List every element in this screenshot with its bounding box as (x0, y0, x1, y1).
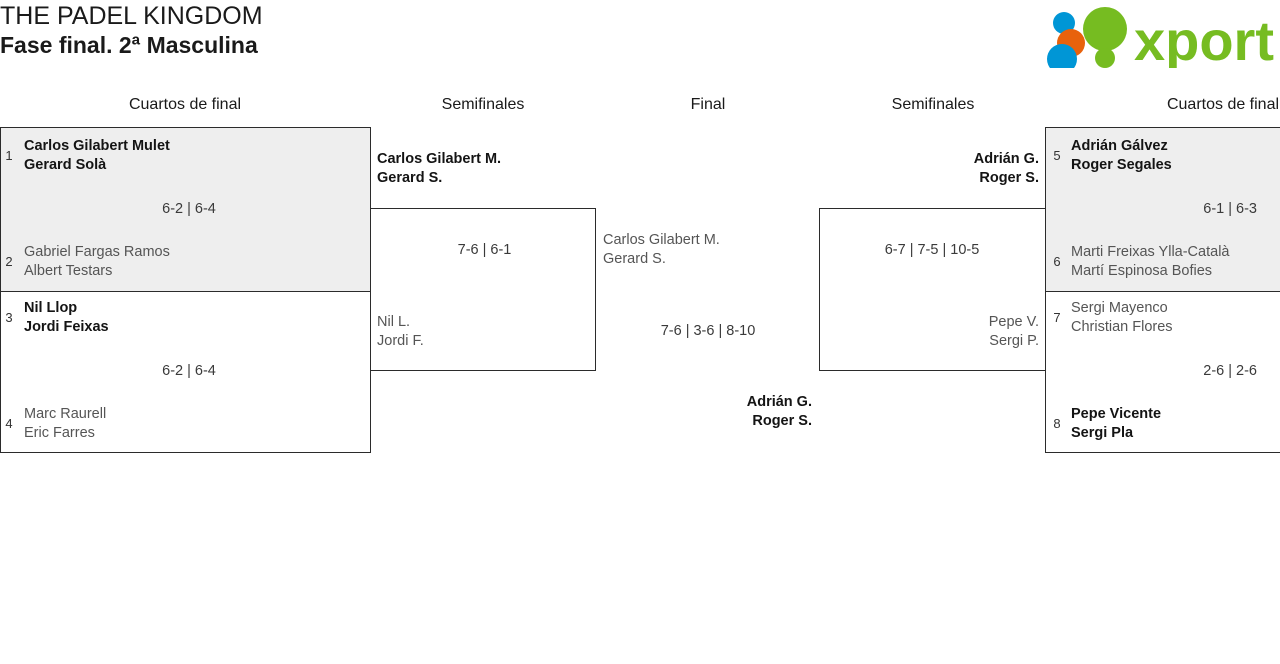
player-name: Adrián G. (973, 151, 1039, 167)
logo-dot-blue-large (1047, 44, 1077, 68)
player-name: Sergi Mayenco (1071, 300, 1168, 316)
logo-dot-green-large (1083, 7, 1127, 51)
score-qf4: 2-6 | 2-6 (1203, 363, 1257, 379)
player-name: Gerard S. (377, 170, 443, 187)
player-name: Roger Segales (1071, 157, 1172, 174)
player-name: Gerard Solà (24, 157, 107, 174)
match-qf2[interactable] (0, 291, 371, 453)
seed-qf3-bottom: 6 (1053, 254, 1061, 269)
player-name: Roger S. (979, 170, 1039, 187)
team-qf4-bottom[interactable]: Pepe Vicente Sergi Pla (1071, 405, 1280, 443)
score-qf1: 6-2 | 6-4 (162, 201, 216, 217)
round-header-qf-left: Cuartos de final (128, 96, 242, 113)
seed-qf1-bottom: 2 (5, 254, 13, 269)
team-qf1-top[interactable]: Carlos Gilabert Mulet Gerard Solà (24, 137, 354, 175)
round-header-sf-right: Semifinales (891, 96, 975, 113)
page-header: THE PADEL KINGDOM Fase final. 2ª Masculi… (0, 0, 1280, 90)
team-qf3-top[interactable]: Adrián Gálvez Roger Segales (1071, 137, 1280, 175)
player-name: Martí Espinosa Bofies (1071, 263, 1213, 280)
team-final-bottom[interactable]: Adrián G. Roger S. (603, 393, 812, 431)
team-qf2-bottom[interactable]: Marc Raurell Eric Farres (24, 405, 354, 443)
player-name: Nil Llop (24, 300, 78, 316)
seed-qf2-bottom: 4 (5, 416, 13, 431)
player-name: Jordi F. (377, 333, 424, 350)
round-header-qf-right: Cuartos de final (1166, 96, 1280, 113)
player-name: Adrián Gálvez (1071, 138, 1168, 154)
team-sf2-top[interactable]: Adrián G. Roger S. (825, 150, 1039, 188)
match-qf3[interactable] (1045, 127, 1280, 292)
player-name: Albert Testars (24, 263, 113, 280)
logo-dot-blue-small (1053, 12, 1075, 34)
player-name: Carlos Gilabert M. (603, 232, 720, 248)
round-header-final: Final (690, 96, 726, 113)
title-block: THE PADEL KINGDOM Fase final. 2ª Masculi… (0, 2, 263, 59)
seed-qf2-top: 3 (5, 310, 13, 325)
score-sf2: 6-7 | 7-5 | 10-5 (884, 242, 980, 258)
round-header-sf-left: Semifinales (441, 96, 525, 113)
player-name: Pepe Vicente (1071, 406, 1162, 422)
player-name: Nil L. (377, 314, 411, 330)
player-name: Eric Farres (24, 425, 95, 442)
seed-qf4-bottom: 8 (1053, 416, 1061, 431)
seed-qf1-top: 1 (5, 148, 13, 163)
player-name: Marti Freixas Ylla-Català (1071, 244, 1230, 260)
stage-title: Fase final. 2ª Masculina (0, 31, 258, 58)
team-sf1-bottom[interactable]: Nil L. Jordi F. (377, 313, 592, 351)
score-final: 7-6 | 3-6 | 8-10 (660, 323, 756, 339)
player-name: Marc Raurell (24, 406, 107, 422)
match-sf2[interactable] (819, 208, 1046, 371)
score-qf3: 6-1 | 6-3 (1203, 201, 1257, 217)
seed-qf3-top: 5 (1053, 148, 1061, 163)
player-name: Gerard S. (603, 251, 666, 268)
player-name: Carlos Gilabert Mulet (24, 138, 170, 154)
match-sf1[interactable] (370, 208, 596, 371)
logo-wordmark: xporty (1134, 9, 1274, 68)
player-name: Christian Flores (1071, 319, 1173, 336)
player-name: Sergi Pla (1071, 425, 1134, 442)
player-name: Jordi Feixas (24, 319, 109, 336)
logo-dot-green-small (1095, 48, 1115, 68)
match-qf4[interactable] (1045, 291, 1280, 453)
team-qf1-bottom[interactable]: Gabriel Fargas Ramos Albert Testars (24, 243, 354, 281)
team-qf3-bottom[interactable]: Marti Freixas Ylla-Català Martí Espinosa… (1071, 243, 1280, 281)
player-name: Gabriel Fargas Ramos (24, 244, 170, 260)
player-name: Adrián G. (746, 394, 812, 410)
tournament-name: THE PADEL KINGDOM (0, 2, 263, 30)
team-sf2-bottom[interactable]: Pepe V. Sergi P. (825, 313, 1039, 351)
player-name: Carlos Gilabert M. (377, 151, 502, 167)
score-sf1: 7-6 | 6-1 (457, 242, 512, 258)
team-final-top[interactable]: Carlos Gilabert M. Gerard S. (603, 231, 813, 269)
team-qf4-top[interactable]: Sergi Mayenco Christian Flores (1071, 299, 1280, 337)
xporty-logo-graphic: xporty (1047, 7, 1274, 68)
match-qf1[interactable] (0, 127, 371, 292)
team-qf2-top[interactable]: Nil Llop Jordi Feixas (24, 299, 354, 337)
player-name: Sergi P. (989, 333, 1039, 350)
score-qf2: 6-2 | 6-4 (162, 363, 216, 379)
team-sf1-top[interactable]: Carlos Gilabert M. Gerard S. (377, 150, 592, 188)
player-name: Roger S. (752, 413, 812, 430)
player-name: Pepe V. (988, 314, 1039, 330)
xporty-logo[interactable]: xporty (1042, 6, 1274, 68)
seed-qf4-top: 7 (1053, 310, 1061, 325)
